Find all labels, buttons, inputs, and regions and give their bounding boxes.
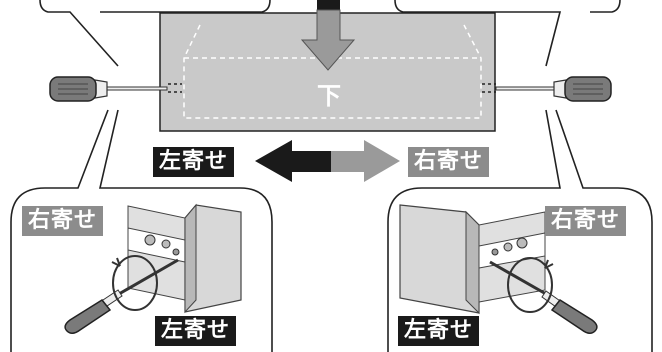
screwdriver-left [49,76,168,102]
screwdriver-right [495,76,612,102]
rotation-arrow-right [507,257,554,313]
callout-top-left [39,0,271,67]
detail-right-top-label: 右寄せ [545,206,627,236]
detail-right-bottom-label: 左寄せ [398,316,480,346]
panel-side-marks [168,83,496,93]
callout-top-right [394,0,621,67]
detail-left-bottom-label: 左寄せ [155,316,237,346]
shift-right-label: 右寄せ [408,147,490,177]
shift-arrow [255,140,400,182]
detail-left-screwdriver [64,258,179,334]
detail-right-drawer [399,204,546,315]
detail-left-top-label: 右寄せ [22,206,104,236]
down-arrow [300,0,356,71]
detail-left-frame [10,109,273,352]
shift-left-label: 左寄せ [153,147,235,177]
down-label: 下 [317,82,341,110]
detail-right-frame [387,109,653,352]
rotation-arrow-left [111,255,158,311]
detail-right-screwdriver [489,260,598,334]
detail-left-drawer [127,203,242,314]
